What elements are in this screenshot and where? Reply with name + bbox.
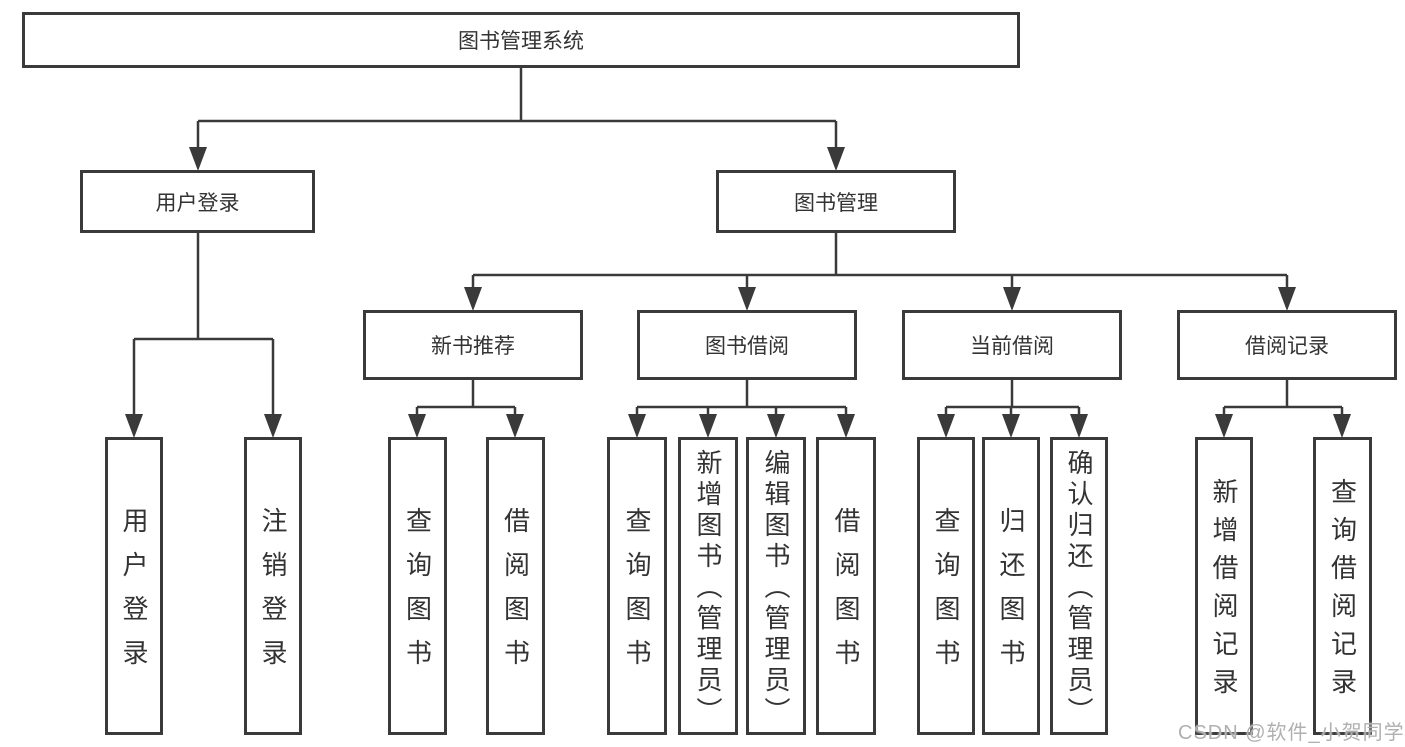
node-query-borrow-record: 查询借阅记录: [1313, 437, 1372, 735]
node-label: 注销登录: [258, 507, 288, 683]
node-user-login-leaf: 用户登录: [105, 437, 163, 735]
node-label: 用户登录: [119, 507, 149, 683]
node-label: 新增图书（管理员）: [693, 449, 723, 728]
node-label: 借阅图书: [500, 507, 531, 683]
node-label: 查询图书: [931, 507, 961, 683]
node-label: 编辑图书（管理员）: [761, 449, 791, 728]
node-label: 归还图书: [996, 507, 1026, 683]
node-edit-books-admin: 编辑图书（管理员）: [746, 437, 806, 735]
node-user-login: 用户登录: [80, 170, 315, 233]
node-logout: 注销登录: [244, 437, 302, 735]
node-book-borrowing: 图书借阅: [637, 310, 857, 380]
node-borrow-books-leaf: 借阅图书: [816, 437, 876, 735]
node-label: 查询图书: [622, 507, 652, 683]
node-label: 图书管理: [794, 191, 878, 215]
node-add-books-admin: 新增图书（管理员）: [678, 437, 738, 735]
node-label: 图书管理系统: [458, 30, 584, 53]
node-current-borrowing: 当前借阅: [902, 310, 1122, 380]
node-confirm-return-admin: 确认归还（管理员）: [1050, 437, 1108, 735]
node-label: 查询图书: [402, 507, 433, 683]
node-borrow-books-recommend: 借阅图书: [486, 437, 545, 735]
node-label: 借阅图书: [831, 507, 861, 683]
node-label: 用户登录: [155, 191, 240, 215]
node-new-book-recommendation: 新书推荐: [363, 310, 583, 380]
node-label: 确认归还（管理员）: [1064, 449, 1094, 728]
watermark: CSDN @软件_小贺同学: [1178, 722, 1405, 744]
node-label: 借阅记录: [1245, 335, 1329, 358]
node-query-books-current: 查询图书: [917, 437, 975, 735]
node-label: 查询借阅记录: [1327, 478, 1358, 706]
node-label: 当前借阅: [970, 335, 1054, 358]
node-book-management: 图书管理: [716, 170, 956, 233]
node-add-borrow-record: 新增借阅记录: [1195, 437, 1253, 735]
node-borrowing-records: 借阅记录: [1177, 310, 1397, 380]
node-label: 图书借阅: [705, 335, 789, 358]
node-query-books-borrow: 查询图书: [607, 437, 667, 735]
node-label: 新增借阅记录: [1209, 478, 1239, 706]
node-label: 新书推荐: [431, 335, 515, 358]
node-query-books-recommend: 查询图书: [388, 437, 447, 735]
node-library-management-system: 图书管理系统: [22, 12, 1020, 68]
node-return-books: 归还图书: [982, 437, 1040, 735]
